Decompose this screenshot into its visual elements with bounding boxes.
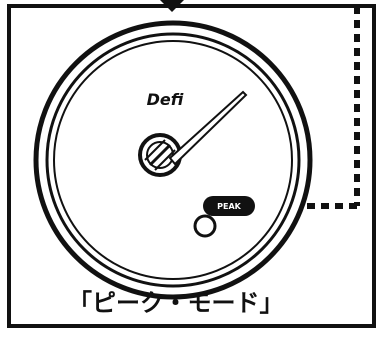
caption-text: 「ピーク・モード」 (68, 289, 284, 317)
peak-label: PEAK (217, 202, 242, 211)
peak-button-circle (195, 216, 215, 236)
peak-badge: PEAK (203, 196, 255, 216)
brand-logo: Defi (147, 90, 184, 109)
